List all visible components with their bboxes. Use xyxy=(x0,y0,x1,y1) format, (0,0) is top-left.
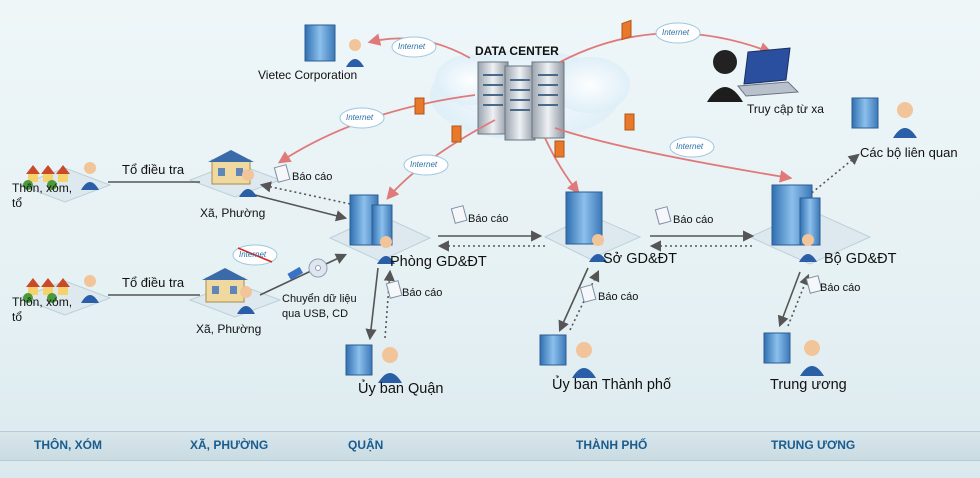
firewall-icons xyxy=(414,19,635,158)
central-label: Trung ương xyxy=(770,377,847,393)
internet-label-1: Internet xyxy=(398,42,426,51)
data-center-label: DATA CENTER xyxy=(475,44,559,58)
village-houses-icon xyxy=(23,165,70,303)
footer-level-city: THÀNH PHỐ xyxy=(576,438,648,452)
internet-label-6: Internet xyxy=(239,250,267,259)
office-building-icon xyxy=(304,24,879,376)
city-committee-label: Ủy ban Thành phố xyxy=(552,377,672,393)
footer-level-ward: XÃ, PHƯỜNG xyxy=(190,438,269,452)
no-internet-cross-icon xyxy=(237,247,273,263)
ward-top-label: Xã, Phường xyxy=(200,206,266,220)
ministries-label: Các bộ liên quan xyxy=(860,145,958,160)
footer-level-district: QUẬN xyxy=(348,438,384,452)
internet-label-4: Internet xyxy=(410,160,438,169)
district-office-label: Phòng GD&ĐT xyxy=(390,254,487,270)
server-rack-icon xyxy=(477,61,565,141)
level-footer-bar xyxy=(0,431,980,461)
ward-bottom-label: Xã, Phường xyxy=(196,322,262,336)
report-label-3: Báo cáo xyxy=(673,214,714,226)
province-dept-label: Sở GD&ĐT xyxy=(603,251,677,267)
report-label-1: Báo cáo xyxy=(292,171,333,183)
report-label-6: Báo cáo xyxy=(820,282,861,294)
report-document-icons xyxy=(273,164,823,303)
internet-cloud-icons xyxy=(232,22,715,266)
footer-level-villages: THÔN, XÓM xyxy=(34,438,102,452)
ministry-label: Bộ GD&ĐT xyxy=(824,251,897,267)
laptop-icon xyxy=(737,47,800,97)
internet-label-2: Internet xyxy=(662,28,690,37)
person-icons xyxy=(81,39,917,383)
villages-top-label: Thôn, xóm, tổ xyxy=(12,181,73,210)
internet-label-5: Internet xyxy=(676,142,704,151)
usb-cd-icon xyxy=(287,258,328,280)
villages-bottom-label: Thôn, xóm, tổ xyxy=(12,295,73,324)
district-committee-label: Ủy ban Quận xyxy=(358,381,444,397)
report-label-4: Báo cáo xyxy=(402,287,443,299)
usb-transfer-label: Chuyển dữ liệu qua USB, CD xyxy=(282,293,357,320)
remote-access-label: Truy cập từ xa xyxy=(747,102,824,116)
survey-team-bottom-label: Tổ điều tra xyxy=(122,275,185,290)
ward-building-icon xyxy=(202,150,254,303)
vietec-label: Vietec Corporation xyxy=(258,68,358,82)
footer-level-central: TRUNG ƯƠNG xyxy=(771,438,856,452)
report-label-2: Báo cáo xyxy=(468,213,509,225)
internet-label-3: Internet xyxy=(346,113,374,122)
report-label-5: Báo cáo xyxy=(598,291,639,303)
survey-team-top-label: Tổ điều tra xyxy=(122,162,185,177)
